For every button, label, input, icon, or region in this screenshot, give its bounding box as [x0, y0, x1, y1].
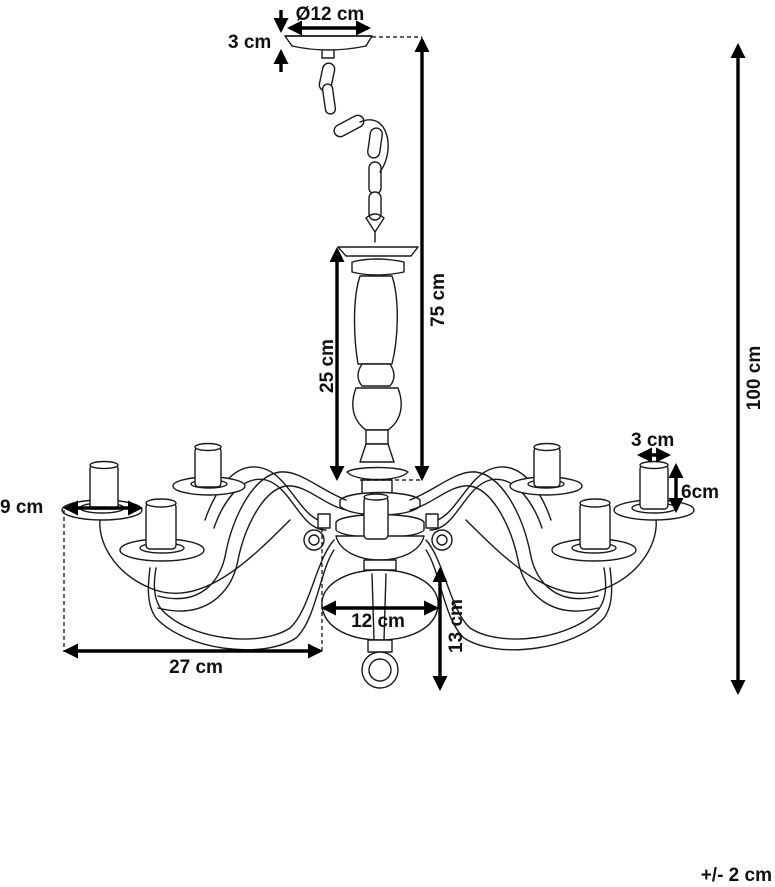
- tolerance-label: +/- 2 cm: [701, 865, 772, 886]
- candle-cups: [61, 442, 695, 562]
- canopy-height-label: 3 cm: [228, 32, 271, 53]
- body-height-label: 13 cm: [446, 599, 467, 653]
- cup-width-label: 9 cm: [0, 497, 43, 518]
- chandelier-illustration: [61, 35, 695, 689]
- left-arms: [99, 466, 347, 651]
- body-width-label: 12 cm: [351, 611, 405, 632]
- candle-width-label: 3 cm: [631, 430, 674, 451]
- dimension-annotations: Ø12 cm 3 cm 75 cm 25 cm 100 cm 3 cm 6cm …: [0, 4, 772, 886]
- overall-drop-label: 75 cm: [428, 273, 449, 327]
- right-arms: [409, 466, 657, 651]
- ceiling-canopy: [284, 35, 373, 59]
- candle-height-label: 6cm: [681, 482, 719, 503]
- canopy-diameter-label: Ø12 cm: [296, 4, 365, 25]
- central-column: [321, 246, 439, 689]
- chain: [318, 62, 389, 243]
- total-height-label: 100 cm: [744, 346, 765, 410]
- arm-reach-label: 27 cm: [169, 657, 223, 678]
- column-height-label: 25 cm: [317, 339, 338, 393]
